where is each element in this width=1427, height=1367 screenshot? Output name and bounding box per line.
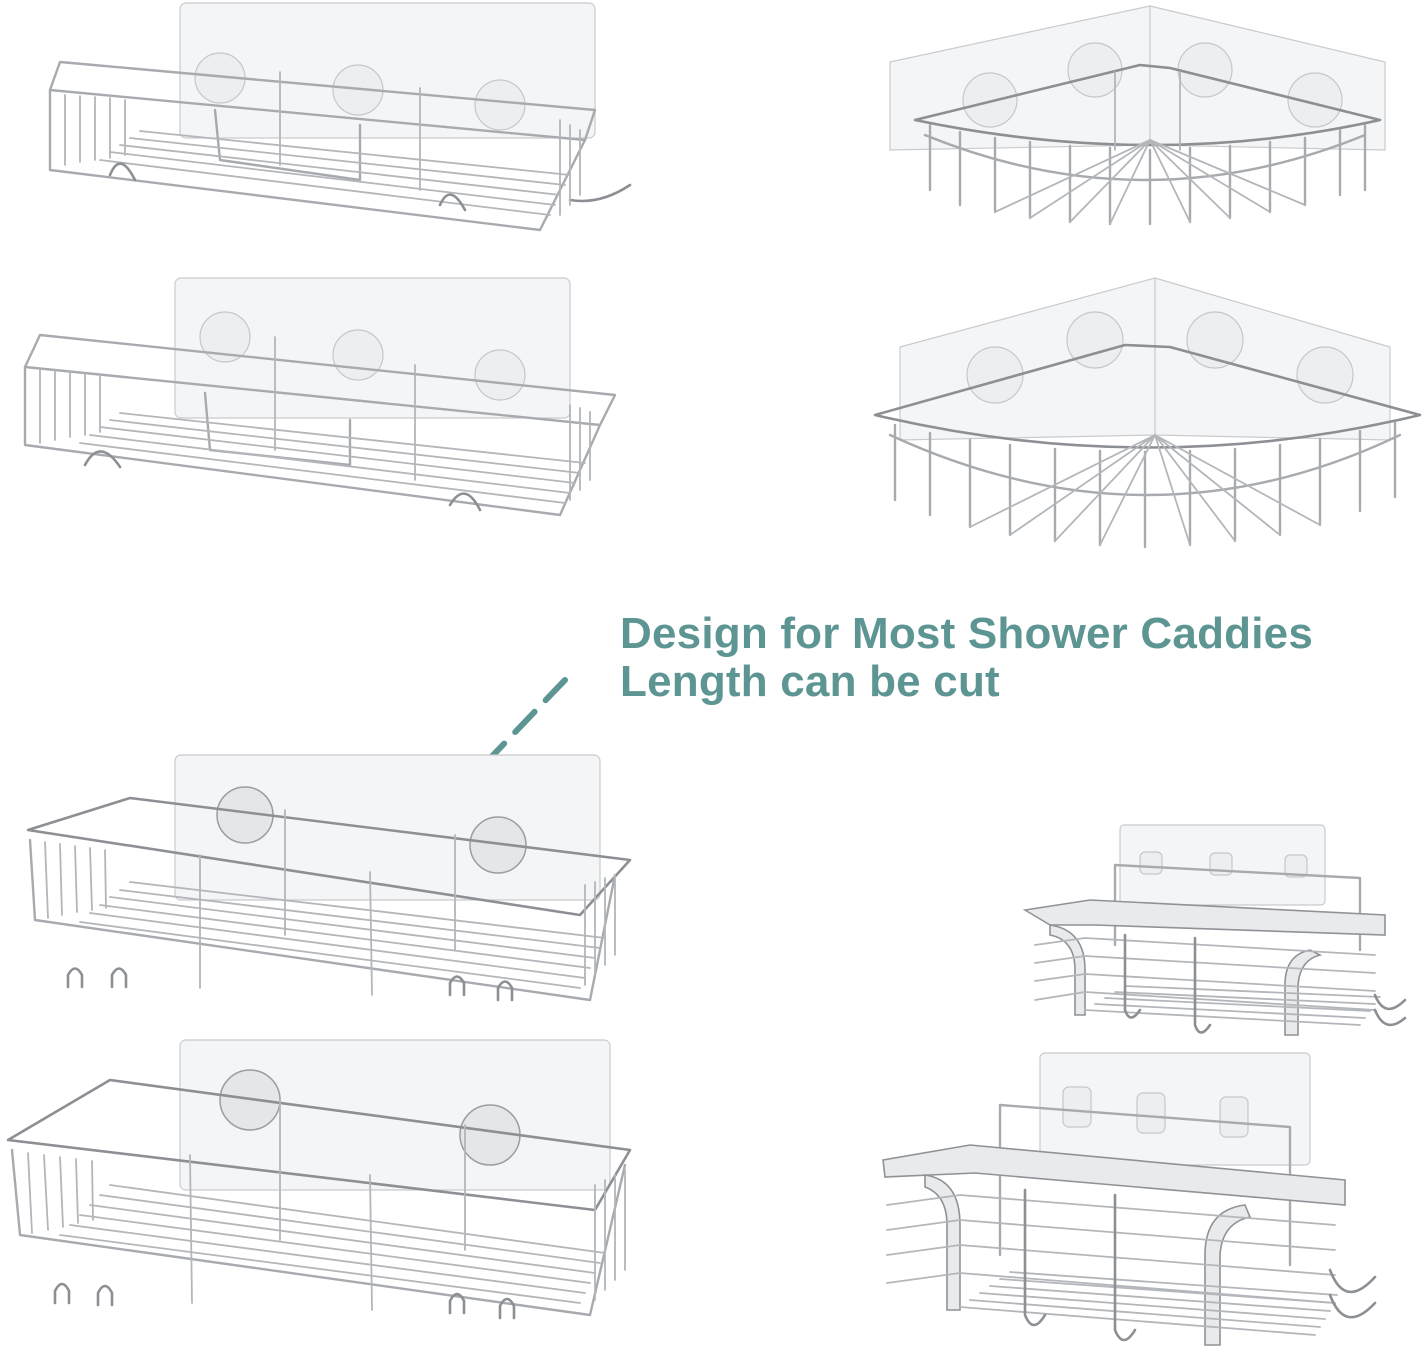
headline-line-1: Design for Most Shower Caddies [620, 609, 1313, 658]
bar-basket-illustration [1022, 824, 1407, 1036]
rect-basket-illustration [48, 2, 632, 232]
bar-basket-large [875, 1045, 1420, 1355]
headline-line-2: Length can be cut [620, 657, 1000, 706]
rect-basket-2-cups-1 [20, 750, 640, 1010]
rect-basket-2-cups-2 [0, 1035, 640, 1325]
corner-basket-2 [870, 275, 1425, 550]
rect-basket-illustration [23, 277, 617, 517]
rect-basket-3-cups-1 [40, 0, 640, 245]
adhesive-panel-right [1154, 277, 1391, 441]
corner-basket-illustration [873, 277, 1422, 549]
bar-basket-small [1020, 820, 1410, 1045]
rect-basket-illustration [26, 754, 632, 1002]
rect-basket-illustration [6, 1039, 632, 1320]
rect-basket-3-cups-2 [20, 275, 620, 525]
corner-basket-1 [885, 0, 1405, 235]
bar-basket-illustration [882, 1052, 1377, 1346]
corner-basket-illustration [889, 5, 1386, 226]
headline: Design for Most Shower Caddies Length ca… [620, 610, 1313, 706]
adhesive-panel-left [899, 277, 1156, 441]
